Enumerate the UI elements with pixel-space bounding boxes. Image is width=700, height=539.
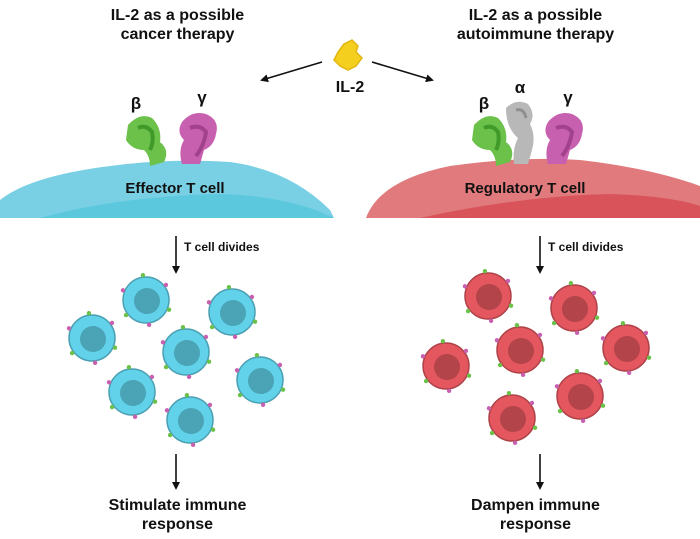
regulatory-cell-4 (494, 322, 546, 378)
regulatory-cell-6 (554, 368, 606, 424)
il2-cytokine-icon (333, 39, 363, 71)
right-beta-label: β (478, 94, 490, 113)
left-gamma-subunit-icon (179, 113, 217, 164)
effector-cell-7 (164, 392, 216, 448)
right-gamma-label: γ (563, 88, 573, 107)
effector-cell-5 (234, 352, 286, 408)
left-response-line2: response (141, 516, 214, 533)
effector-cell-cluster (66, 272, 286, 448)
regulatory-cell-cluster (420, 268, 652, 446)
left-divides-label: T cell divides (184, 240, 260, 254)
effector-cell-1 (120, 272, 172, 328)
regulatory-cell-1 (462, 268, 514, 324)
left-gamma-label: γ (197, 88, 207, 107)
left-beta-label: β (130, 94, 142, 113)
il2-label: IL-2 (335, 79, 365, 96)
right-alpha-subunit-icon (506, 101, 534, 164)
left-response-line1: Stimulate immune (108, 497, 247, 514)
regulatory-cell-label: Regulatory T cell (464, 180, 586, 197)
effector-cell-6 (106, 364, 158, 420)
right-response-line2: response (499, 516, 572, 533)
right-divides-label: T cell divides (548, 240, 624, 254)
right-response-line1: Dampen immune (471, 497, 600, 514)
regulatory-cell-5 (420, 338, 472, 394)
right-alpha-label: α (514, 78, 526, 97)
left-title-line2: cancer therapy (120, 26, 235, 43)
left-beta-subunit-icon (126, 116, 167, 166)
regulatory-cell-2 (548, 280, 600, 336)
regulatory-cell-3 (600, 320, 652, 376)
regulatory-cell-membrane-shade (420, 194, 700, 218)
effector-cell-membrane-shade (40, 194, 334, 218)
left-title: IL-2 as a possible cancer therapy (60, 6, 295, 44)
left-response: Stimulate immune response (60, 496, 295, 534)
right-response: Dampen immune response (418, 496, 653, 534)
right-title-line2: autoimmune therapy (456, 26, 615, 43)
right-title: IL-2 as a possible autoimmune therapy (418, 6, 653, 44)
effector-cell-3 (66, 310, 118, 366)
regulatory-cell-7 (486, 390, 538, 446)
right-title-line1: IL-2 as a possible (468, 7, 603, 24)
arrow-to-left (260, 61, 323, 83)
effector-cell-label: Effector T cell (125, 180, 225, 197)
right-gamma-subunit-icon (545, 113, 583, 164)
effector-cell-2 (206, 284, 258, 340)
left-title-line1: IL-2 as a possible (110, 7, 245, 24)
arrow-to-right (371, 61, 434, 83)
right-beta-subunit-icon (472, 116, 513, 166)
effector-cell-4 (160, 324, 212, 380)
